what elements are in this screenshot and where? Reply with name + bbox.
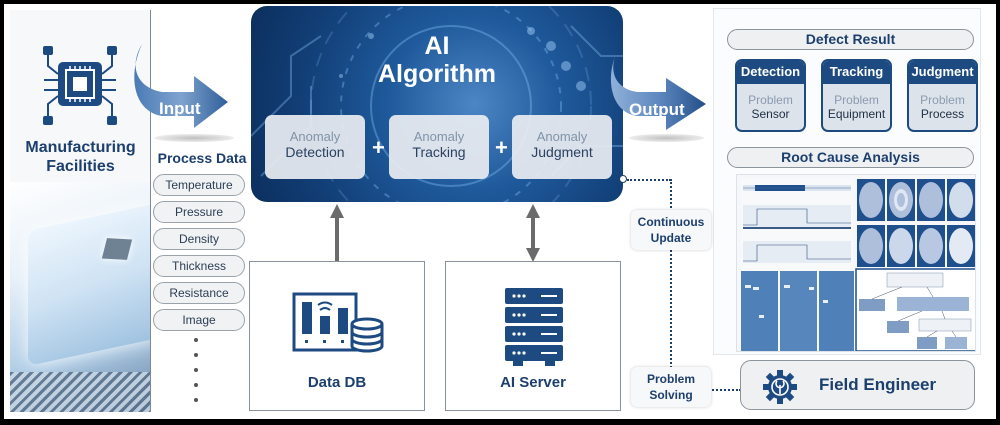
module-line1: Anomaly (289, 129, 341, 144)
process-item-pressure: Pressure (153, 201, 245, 223)
input-label: Input (159, 99, 201, 118)
analysis-dashboard-graphic (741, 179, 975, 351)
ellipsis-dot (194, 383, 198, 387)
card-header: Detection (737, 61, 804, 84)
ai-server-label: AI Server (500, 374, 566, 391)
result-card-judgment: Judgment Problem Process (907, 59, 978, 132)
note-line: Continuous (637, 215, 705, 229)
plus-icon: + (495, 135, 508, 160)
chip-icon (43, 46, 117, 125)
chip-pins (10, 372, 150, 412)
process-item-density: Density (153, 228, 245, 250)
semiconductor-chip-photo (10, 182, 150, 412)
module-anomaly-tracking: Anomaly Tracking (389, 115, 489, 179)
ellipsis-dot (194, 398, 198, 402)
process-data-title: Process Data (157, 150, 247, 166)
card-line2: Sensor (751, 107, 790, 121)
card-line1: Problem (834, 93, 879, 107)
continuous-update-label: Continuous Update (631, 210, 711, 250)
arrow-shadow (154, 134, 234, 142)
root-cause-analysis-header: Root Cause Analysis (727, 147, 974, 168)
card-header: Tracking (823, 61, 890, 84)
module-line2: Detection (285, 144, 345, 160)
note-line: Update (650, 231, 692, 245)
module-line2: Tracking (412, 144, 466, 160)
process-item-thickness: Thickness (153, 255, 245, 277)
plus-icon: + (372, 135, 385, 160)
module-anomaly-judgment: Anomaly Judgment (512, 115, 612, 179)
card-line2: Process (920, 107, 965, 121)
card-line1: Problem (920, 93, 965, 107)
input-arrow-icon (134, 44, 228, 128)
ellipsis-dot (194, 338, 198, 342)
card-header: Judgment (909, 61, 976, 84)
ai-server-box: AI Server (445, 261, 621, 411)
ellipsis-dot (194, 368, 198, 372)
up-arrow-icon (330, 204, 344, 262)
dotted-connector (709, 389, 741, 391)
note-line: Solving (649, 388, 693, 402)
ai-algorithm-box: AI Algorithm Anomaly Detection + Anomaly… (251, 6, 623, 202)
diagram-canvas: Manufacturing Facilities Input Process D… (4, 4, 996, 419)
output-label: Output (629, 100, 685, 119)
process-item-resistance: Resistance (153, 282, 245, 304)
bidirectional-arrow-icon (526, 204, 540, 262)
dotted-connector (670, 179, 672, 379)
field-engineer-box: Field Engineer (740, 360, 975, 410)
chip-package (28, 203, 150, 366)
field-engineer-label: Field Engineer (819, 375, 937, 394)
manufacturing-facilities-title: Manufacturing Facilities (10, 138, 150, 176)
card-line1: Problem (748, 93, 793, 107)
data-db-box: Data DB (249, 261, 425, 411)
title-line: Algorithm (377, 60, 497, 88)
module-anomaly-detection: Anomaly Detection (265, 115, 365, 179)
database-dashboard-icon (292, 292, 384, 353)
process-item-temperature: Temperature (153, 174, 245, 196)
result-card-detection: Detection Problem Sensor (735, 59, 806, 132)
module-line1: Anomaly (413, 129, 465, 144)
note-line: Problem (646, 372, 695, 386)
manufacturing-panel: Manufacturing Facilities (10, 10, 151, 412)
chip-die (101, 238, 133, 260)
title-line: AI (424, 32, 450, 60)
problem-solving-label: Problem Solving (631, 367, 711, 407)
card-line2: Equipment (827, 107, 886, 121)
defect-result-header: Defect Result (727, 29, 974, 50)
result-card-tracking: Tracking Problem Equipment (821, 59, 892, 132)
gear-wrench-icon (763, 370, 797, 404)
connector-dot (619, 175, 627, 183)
data-db-label: Data DB (307, 374, 367, 391)
ellipsis-dot (194, 353, 198, 357)
output-arrow-icon (610, 54, 706, 130)
module-line2: Judgment (531, 144, 593, 160)
server-rack-icon (505, 288, 563, 366)
analysis-dashboard-image (736, 174, 976, 352)
title-line: Facilities (46, 158, 115, 175)
ai-algorithm-title: AI Algorithm (251, 32, 623, 88)
title-line: Manufacturing (25, 139, 136, 156)
arrow-shadow (629, 134, 704, 142)
module-line1: Anomaly (536, 129, 588, 144)
process-item-image: Image (153, 309, 245, 331)
dotted-connector (627, 179, 671, 181)
